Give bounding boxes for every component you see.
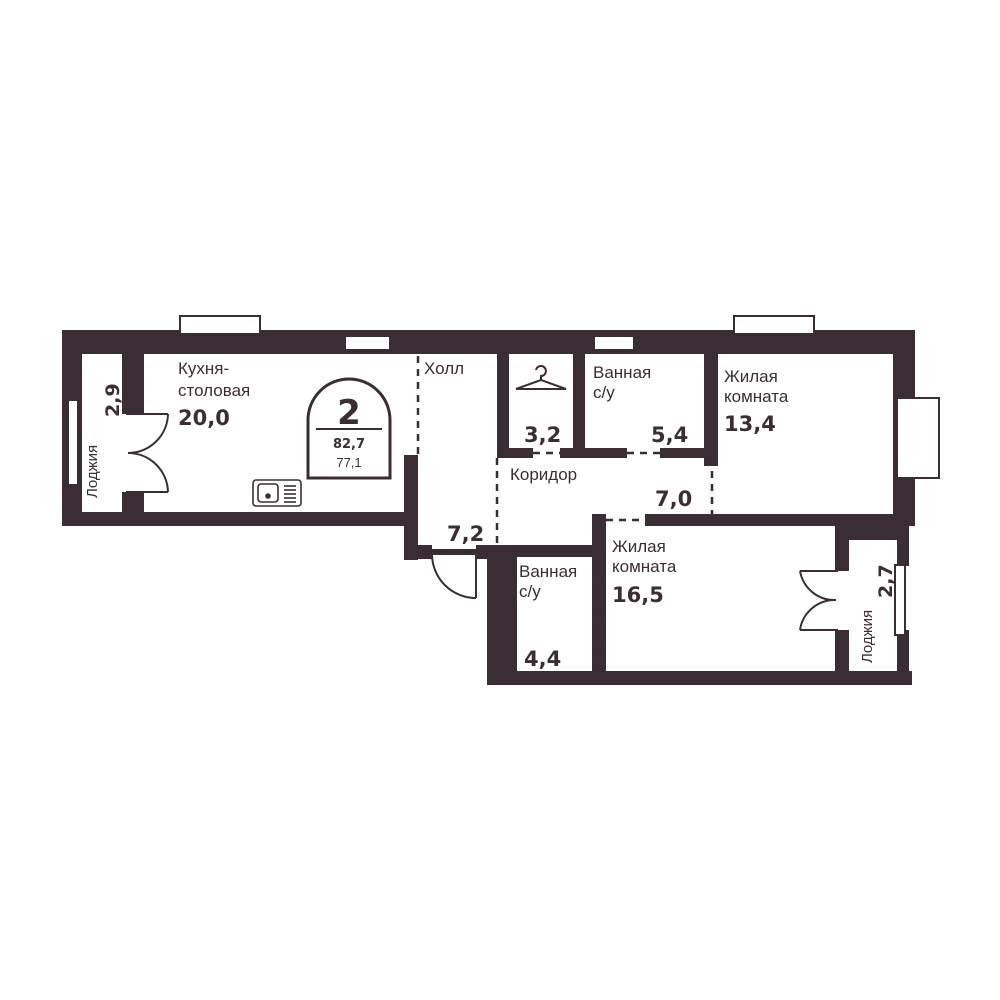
- closet-area: 3,2: [524, 423, 561, 447]
- loggia-left-area: 2,9: [102, 383, 124, 417]
- living2-label-1: Жилая: [612, 537, 666, 556]
- door-swing-icon: [431, 549, 477, 599]
- window-icon: [733, 315, 815, 335]
- apartment-badge: 2 82,7 77,1: [306, 377, 392, 480]
- hall-area: 7,2: [447, 522, 484, 546]
- loggia-right-label: Лоджия: [859, 610, 876, 663]
- hanger-icon: [515, 365, 567, 390]
- wall-loggia-right-edge-low: [897, 630, 909, 685]
- wall-hall-bottom: [404, 545, 432, 559]
- kitchen-area: 20,0: [178, 406, 230, 430]
- window-icon: [894, 564, 906, 636]
- window-icon: [344, 335, 391, 351]
- wall-loggia-right-edge: [897, 526, 909, 566]
- loggia-right-area: 2,7: [875, 564, 897, 598]
- window-icon: [179, 315, 261, 335]
- wall-loggia-left-inner: [122, 354, 144, 414]
- living1-label-2: комната: [724, 387, 789, 406]
- wall-closet-right: [573, 354, 585, 457]
- wall-bath1-living1: [704, 354, 718, 466]
- corridor-label: Коридор: [510, 465, 577, 484]
- loggia-left-label: Лоджия: [84, 445, 101, 498]
- bath2-label-2: с/у: [519, 582, 541, 601]
- doors: [126, 413, 838, 631]
- room-labels: Кухня- столовая 20,0 Холл 7,2 3,2 Ванная…: [84, 359, 897, 671]
- bath1-area: 5,4: [651, 423, 688, 447]
- hall-label: Холл: [424, 359, 464, 378]
- badge-rooms: 2: [337, 393, 361, 433]
- bath1-label-2: с/у: [593, 383, 615, 402]
- wall-bottom: [487, 671, 912, 685]
- wall-bath1-bottom: [585, 448, 627, 458]
- bath2-area: 4,4: [524, 647, 561, 671]
- wall-living1-bottom: [645, 514, 915, 526]
- wall-closet-left: [497, 354, 509, 457]
- kitchen-label-2: столовая: [178, 381, 250, 400]
- badge-living-area: 77,1: [336, 455, 361, 470]
- wall-bath1-bottom-r: [660, 448, 712, 458]
- wall-bath2-left: [487, 545, 517, 685]
- wall-loggia-left-top: [62, 354, 82, 384]
- kitchen-label-1: Кухня-: [178, 359, 229, 378]
- wall-loggia-right-left-low: [835, 630, 849, 680]
- wall-kitchen-bottom: [62, 512, 410, 526]
- window-icon: [896, 397, 940, 479]
- wall-closet-bottom-r: [560, 448, 585, 458]
- door-swing-icon: [126, 413, 169, 493]
- living1-label-1: Жилая: [724, 367, 778, 386]
- window-icon: [67, 399, 79, 486]
- living1-area: 13,4: [724, 412, 776, 436]
- bath1-label-1: Ванная: [593, 363, 651, 382]
- living2-area: 16,5: [612, 583, 664, 607]
- wall-bath2-top: [487, 545, 603, 557]
- door-swing-icon: [799, 570, 838, 631]
- wall-kitchen-hall: [404, 455, 418, 560]
- sink-icon: [252, 479, 302, 507]
- bath2-label-1: Ванная: [519, 562, 577, 581]
- windows: [67, 315, 940, 636]
- wall-loggia-right-top: [835, 526, 907, 540]
- living2-label-2: комната: [612, 557, 677, 576]
- dashed-partitions: [416, 356, 714, 671]
- corridor-area: 7,0: [655, 487, 692, 511]
- badge-total-area: 82,7: [333, 437, 365, 452]
- window-icon: [593, 335, 635, 351]
- wall-closet-bottom: [497, 448, 533, 458]
